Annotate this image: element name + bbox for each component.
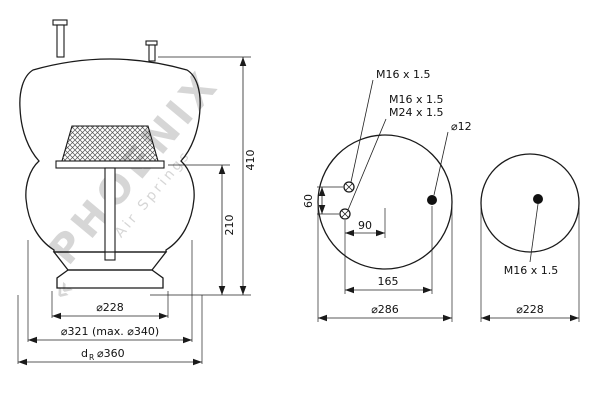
mounting-stud [145,40,158,62]
dim-410-label: 410 [244,150,257,171]
watermark-chevron: « [44,272,81,307]
leader-hole-d12 [433,131,449,196]
bolt-hole-lower [339,208,351,220]
label-m16-mid: M16 x 1.5 [389,93,443,106]
top-plate-outline-large [317,134,453,270]
dim-210-label: 210 [223,215,236,236]
top-plate-outline-small [480,153,580,253]
dim-321: ⌀321 (max. ⌀340) [27,240,193,344]
dim-410: 410 [150,56,257,296]
center-rod [104,167,116,261]
label-d12: ⌀12 [451,120,472,133]
hole-d12 [427,195,437,205]
top-view-small: M16 x 1.5 ⌀228 [480,153,580,322]
piston-hatch [61,125,159,162]
dim-360: d R ⌀360 [17,295,203,366]
dim-228-top: ⌀228 [480,208,580,322]
dim-286-label: ⌀286 [371,303,399,316]
dim-165: 165 [344,206,433,294]
dim-228-side: ⌀228 [51,291,169,320]
top-view-large: M16 x 1.5 M16 x 1.5 M24 x 1.5 ⌀12 60 90 … [302,68,472,322]
piston-plate [55,160,165,169]
leader-bolt-small [529,203,539,263]
dim-360-label: ⌀360 [97,347,125,360]
side-view: 410 210 ⌀228 ⌀321 (max. ⌀340) d R ⌀ [17,19,257,366]
leader-bolt-top [350,79,374,183]
label-m16-top: M16 x 1.5 [376,68,430,81]
dim-228-top-label: ⌀228 [516,303,544,316]
dim-210: 210 [168,164,236,295]
air-fitting-stud [52,19,68,58]
dim-165-label: 165 [378,275,399,288]
dim-360-subscript: R [89,353,94,362]
label-m16-small: M16 x 1.5 [504,264,558,277]
bolt-hole-upper [343,181,355,193]
label-m24: M24 x 1.5 [389,106,443,119]
dim-90: 90 [344,208,386,238]
dim-60-label: 60 [302,194,315,208]
bolt-hole-small [533,194,543,204]
bellows-outline [19,58,201,253]
dim-321-label: ⌀321 (max. ⌀340) [61,325,159,338]
dim-60: 60 [302,186,343,215]
dim-90-label: 90 [358,219,372,232]
leader-bolt-mid [347,118,387,211]
dim-228-side-label: ⌀228 [96,301,124,314]
dim-360-prefix: d [81,347,88,360]
dim-286: ⌀286 [317,206,453,322]
base-flange [56,269,164,289]
